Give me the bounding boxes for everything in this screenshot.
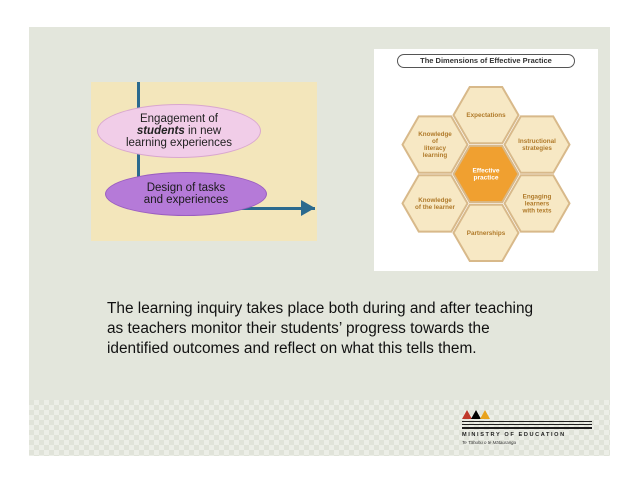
- ministry-name: MINISTRY OF EDUCATION: [462, 431, 566, 438]
- hexagon-label: Instructional: [518, 138, 556, 145]
- hexagon-label: of the learner: [415, 204, 455, 211]
- hexagon-label: Knowledge: [418, 131, 452, 138]
- hexagon-top: [452, 86, 520, 145]
- hexagon-label: Knowledge: [418, 197, 452, 204]
- hexagon-upper-left: [401, 115, 469, 174]
- hexagon-label: strategies: [522, 145, 552, 152]
- design-line2: and experiences: [143, 194, 229, 206]
- hexagon-label: Partnerships: [467, 230, 506, 237]
- hexagon-label: practice: [474, 175, 499, 182]
- design-line1: Design of tasks: [146, 182, 226, 194]
- hexagon-label: learners: [525, 200, 550, 207]
- hexagon-label: Effective: [472, 168, 499, 175]
- hexagon-label: literacy: [424, 145, 447, 152]
- logo-rule: [462, 427, 592, 429]
- hexagon-label: Expectations: [466, 112, 506, 119]
- hexagon-label: of: [432, 138, 439, 145]
- design-bubble: Design of tasks and experiences: [105, 172, 267, 216]
- engagement-line3: learning experiences: [125, 137, 233, 149]
- engagement-line1: Engagement of: [139, 113, 218, 125]
- dimensions-figure: The Dimensions of Effective Practice Exp…: [374, 49, 598, 271]
- figure-title: The Dimensions of Effective Practice: [397, 54, 575, 68]
- hexagon-lower-left: [401, 174, 469, 233]
- hexagon-bottom: [452, 203, 520, 262]
- ministry-logo: MINISTRY OF EDUCATION Te Tāhuhu o te Māt…: [462, 410, 592, 455]
- hexagon-diagram: ExpectationsKnowledgeofliteracylearningI…: [401, 86, 571, 262]
- slide: Engagement of students in new learning e…: [29, 27, 610, 456]
- arrow-right-icon: [301, 200, 315, 216]
- hexagon-center: [452, 144, 520, 204]
- hexagon-label: learning: [423, 152, 448, 159]
- hexagon-label: with texts: [521, 207, 552, 214]
- ministry-tagline: Te Tāhuhu o te Mātauranga: [462, 439, 517, 445]
- engagement-line2: in new: [187, 125, 222, 137]
- triangle-icon: [471, 410, 481, 419]
- hexagon-upper-right: [503, 115, 571, 174]
- inquiry-cycle-figure: Engagement of students in new learning e…: [91, 82, 317, 241]
- logo-triangles: [462, 410, 592, 421]
- triangle-icon: [462, 410, 472, 419]
- logo-rule: [462, 424, 592, 426]
- hexagon-label: Engaging: [523, 193, 552, 200]
- hexagon-lower-right: [503, 174, 571, 233]
- body-paragraph: The learning inquiry takes place both du…: [107, 300, 534, 357]
- logo-rule: [462, 421, 592, 423]
- engagement-bold: students: [136, 125, 185, 137]
- triangle-icon: [480, 410, 490, 419]
- engagement-bubble: Engagement of students in new learning e…: [97, 104, 261, 158]
